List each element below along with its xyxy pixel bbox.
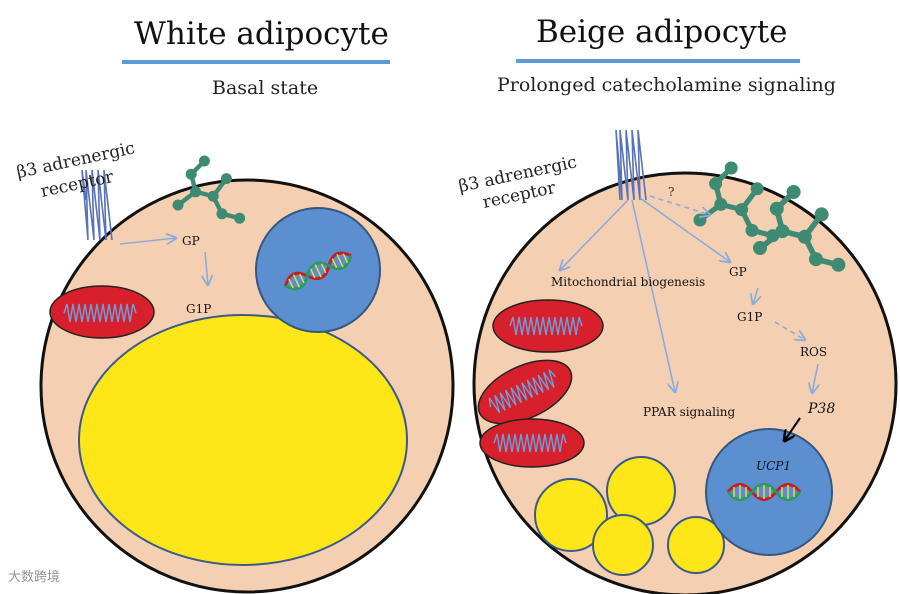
beige-g1p-label: G1P: [737, 310, 762, 324]
white-arrow-to-gp: [119, 238, 176, 245]
white-gp-label: GP: [182, 234, 200, 248]
beige-lipid-droplet-1: [534, 478, 608, 552]
beige-adipocyte-title: Beige adipocyte: [536, 14, 788, 50]
beige-question-label: ?: [668, 185, 674, 199]
beige-ros-label: ROS: [800, 345, 827, 359]
white-adipocyte-title: White adipocyte: [134, 16, 389, 52]
beige-arrow-to-mito: [560, 199, 629, 270]
beige-dashed-arrow-to-glycogen: [649, 195, 710, 215]
beige-ucp1-label: UCP1: [756, 459, 791, 473]
watermark: 大数跨境: [8, 570, 61, 585]
white-lipid-droplet: [78, 314, 408, 566]
beige-subtitle: Prolonged catecholamine signaling: [497, 74, 836, 96]
beige-arrow-to-gp: [639, 197, 730, 262]
beige-arrow-to-g1p: [753, 287, 758, 304]
white-subtitle: Basal state: [212, 77, 319, 99]
beige-lipid-droplet-4: [667, 516, 725, 574]
beige-ppar-label: PPAR signaling: [643, 405, 736, 419]
beige-mito-biogenesis-label: Mitochondrial biogenesis: [551, 275, 705, 289]
white-g1p-label: G1P: [186, 302, 211, 316]
beige-arrow-to-ucp1: [785, 417, 801, 440]
beige-nucleus: [705, 428, 833, 556]
beige-arrow-to-ppar: [631, 199, 675, 392]
beige-receptor-icon: [615, 129, 647, 201]
beige-title-underline: [516, 59, 800, 63]
white-arrow-to-g1p: [205, 251, 208, 285]
white-receptor-icon: [81, 169, 113, 241]
beige-arrow-to-p38: [812, 363, 818, 393]
beige-lipid-droplet-3: [592, 514, 654, 576]
beige-p38-label: P38: [807, 401, 835, 417]
beige-dashed-arrow-to-ros: [774, 321, 805, 340]
white-title-underline: [122, 60, 390, 64]
beige-gp-label: GP: [729, 265, 747, 279]
